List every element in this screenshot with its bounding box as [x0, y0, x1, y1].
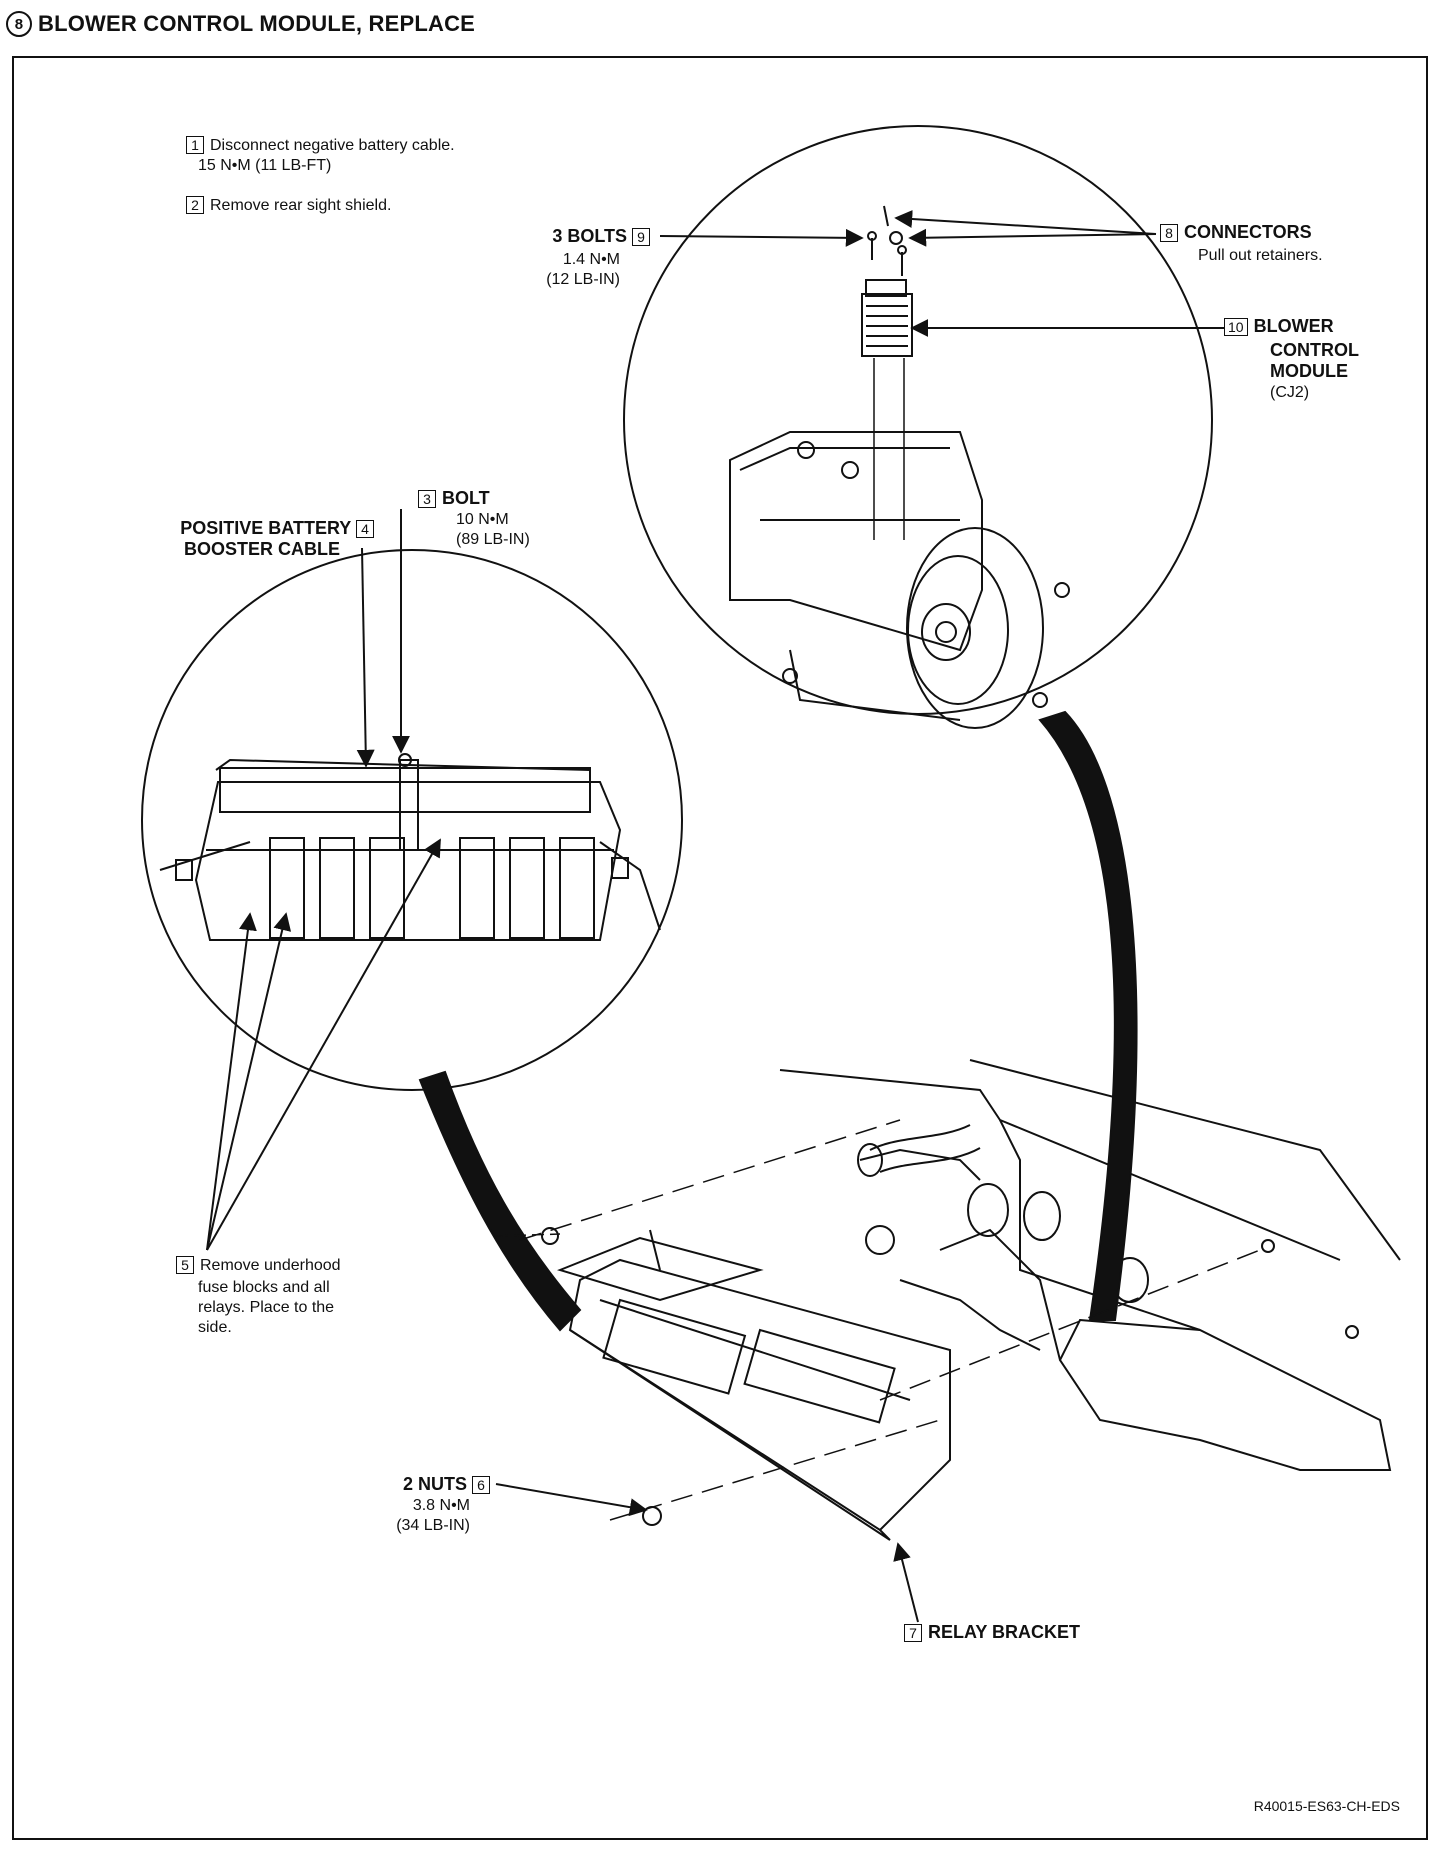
step-3-title: BOLT — [442, 488, 490, 508]
diagram-frame — [12, 56, 1428, 1840]
step-10-line-2: CONTROL — [1270, 340, 1359, 360]
step-9-torque-1: 1.4 N•M — [562, 251, 620, 268]
screw-icons — [867, 205, 907, 276]
step-7-label: 7 RELAY BRACKET — [904, 1622, 1080, 1643]
step-4-line-1: POSITIVE BATTERY — [180, 518, 351, 538]
step-1-label: 1 Disconnect negative battery cable. 15 N… — [186, 136, 455, 176]
step-4-label: POSITIVE BATTERY 4 BOOSTER CABLE — [100, 518, 380, 560]
step-10-line-1: BLOWER — [1253, 316, 1334, 336]
callout-box-2: 2 — [186, 196, 204, 214]
step-6-torque-2: (34 LB-IN) — [396, 1517, 470, 1534]
step-10-line-3: MODULE — [1270, 361, 1348, 381]
step-6-torque-1: 3.8 N•M — [412, 1497, 470, 1514]
lower-swoosh — [418, 1070, 582, 1332]
figure-code: R40015-ES63-CH-EDS — [1253, 1798, 1400, 1814]
step-7-title: RELAY BRACKET — [928, 1622, 1081, 1642]
step-5-lines: fuse blocks and all relays. Place to the… — [198, 1278, 334, 1338]
callout-box-7: 7 — [904, 1624, 922, 1642]
step-9-title: 3 BOLTS — [552, 226, 627, 246]
step-circle-number: 8 — [6, 11, 32, 37]
callout-box-8: 8 — [1160, 224, 1178, 242]
callout-box-9: 9 — [632, 228, 650, 246]
step-9-torque-2: (12 LB-IN) — [546, 271, 620, 288]
callout-box-1: 1 — [186, 136, 204, 154]
step-3-torque-2: (89 LB-IN) — [456, 531, 530, 548]
step-5-line-3: relays. Place to the — [198, 1299, 335, 1316]
step-3-torque: 10 N•M (89 LB-IN) — [456, 510, 530, 550]
step-5-line-1: Remove underhood — [200, 1257, 341, 1274]
callout-box-10: 10 — [1224, 318, 1248, 336]
hose-icon — [857, 1124, 981, 1177]
blower-control-module-icon — [861, 279, 913, 540]
step-3-torque-1: 10 N•M — [456, 511, 509, 528]
step-8-title: CONNECTORS — [1184, 222, 1312, 242]
step-9-torque: 1.4 N•M (12 LB-IN) — [470, 250, 620, 290]
step-10-line-4: (CJ2) — [1270, 384, 1310, 401]
upper-swoosh — [1038, 710, 1138, 1321]
step-3-label: 3 BOLT — [418, 488, 490, 509]
callout-box-5: 5 — [176, 1256, 194, 1274]
callout-box-4: 4 — [356, 520, 374, 538]
step-4-line-2: BOOSTER CABLE — [183, 539, 340, 559]
step-1-text: Disconnect negative battery cable. — [210, 137, 455, 154]
step-10-lines: CONTROL MODULE (CJ2) — [1270, 340, 1359, 403]
fuse-block-icon — [159, 753, 661, 941]
step-9-label: 3 BOLTS 9 — [420, 226, 656, 247]
blower-housing-icon — [729, 431, 1070, 729]
relay-bracket-icon — [556, 1229, 951, 1541]
engine-compartment-icon — [779, 1059, 1401, 1471]
step-5-line-2: fuse blocks and all — [198, 1279, 330, 1296]
step-5-line-4: side. — [198, 1319, 232, 1336]
callout-box-3: 3 — [418, 490, 436, 508]
step-6-label: 2 NUTS 6 — [300, 1474, 496, 1495]
step-8-sub: Pull out retainers. — [1198, 247, 1323, 264]
callout-box-6: 6 — [472, 1476, 490, 1494]
step-2-text: Remove rear sight shield. — [210, 197, 392, 214]
step-10-label: 10 BLOWER — [1224, 316, 1334, 337]
fuse-block-detail-circle — [141, 549, 683, 1091]
step-8-label: 8 CONNECTORS — [1160, 222, 1312, 243]
step-1-sub: 15 N•M (11 LB-FT) — [198, 157, 332, 174]
step-6-torque: 3.8 N•M (34 LB-IN) — [350, 1496, 470, 1536]
step-5-label: 5 Remove underhood — [176, 1256, 341, 1276]
page-title-text: BLOWER CONTROL MODULE, REPLACE — [38, 11, 476, 36]
blower-detail-circle — [623, 125, 1213, 715]
step-6-title: 2 NUTS — [402, 1474, 467, 1494]
step-2-label: 2 Remove rear sight shield. — [186, 196, 391, 216]
page-title: 8 BLOWER CONTROL MODULE, REPLACE — [6, 6, 475, 42]
